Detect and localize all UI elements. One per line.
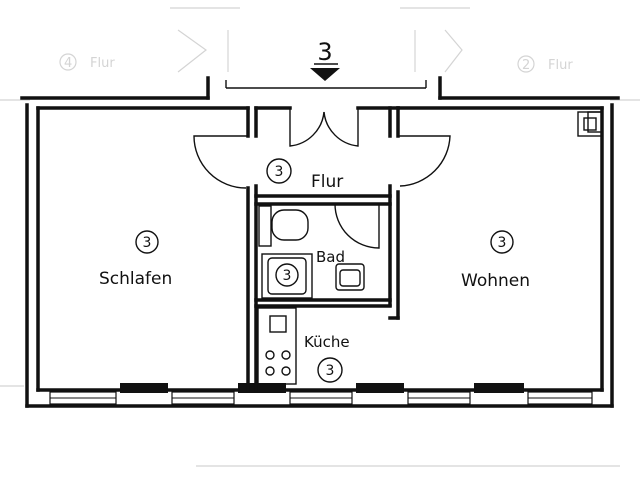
stove-burner-icon xyxy=(265,366,275,376)
room-number-circle xyxy=(317,357,343,383)
ghost-label-right: Flur xyxy=(548,58,573,73)
door-entrance-right xyxy=(323,108,359,147)
ghost-number-right: 2 xyxy=(522,58,530,73)
chimney xyxy=(583,117,597,131)
ghost-number-left: 4 xyxy=(64,56,72,71)
ghost-label-left: Flur xyxy=(90,56,115,71)
room-number-circle xyxy=(490,230,514,254)
room-number-circle xyxy=(266,158,292,184)
room-number: 3 xyxy=(143,235,152,251)
windows xyxy=(49,383,593,405)
interior-walls xyxy=(246,106,400,392)
entrance-arrow-icon xyxy=(310,68,340,81)
door-wohnen xyxy=(398,135,451,187)
kitchen-counter xyxy=(257,307,297,385)
toilet-tank xyxy=(258,205,272,247)
room-number-circle xyxy=(135,230,159,254)
door-entrance-left xyxy=(289,108,325,147)
room-wohnen: 3 Wohnen xyxy=(461,230,530,291)
room-kueche: Küche 3 xyxy=(304,333,350,383)
room-number: 3 xyxy=(275,164,284,180)
toilet-icon xyxy=(271,209,309,241)
stove-burner-icon xyxy=(281,366,291,376)
chimney xyxy=(577,111,603,137)
ghost-line xyxy=(444,29,463,73)
stove-burner-icon xyxy=(265,350,275,360)
door-schlafen xyxy=(193,135,248,189)
kitchen-sink-icon xyxy=(269,315,287,333)
sink-icon xyxy=(335,263,365,291)
ghost-circle xyxy=(517,55,535,73)
fixtures xyxy=(257,111,603,385)
ghost-background: 4 Flur 2 Flur xyxy=(0,7,640,467)
room-flur: 3 Flur xyxy=(266,158,343,192)
ghost-circle xyxy=(59,53,77,71)
room-schlafen: 3 Schlafen xyxy=(99,230,172,289)
entrance-marker: 3 xyxy=(310,38,340,81)
shower-tray xyxy=(261,253,313,299)
room-number-circle xyxy=(275,263,299,287)
chimney xyxy=(587,111,603,133)
shower-tray-inner xyxy=(267,257,307,295)
room-label: Flur xyxy=(311,172,343,192)
room-number: 3 xyxy=(498,235,507,251)
stove-burner-icon xyxy=(281,350,291,360)
sink-basin xyxy=(339,269,361,287)
room-label: Schlafen xyxy=(99,269,172,289)
room-label: Bad xyxy=(316,248,345,266)
corridor-walls xyxy=(20,76,620,100)
entrance-number: 3 xyxy=(317,38,332,66)
ghost-line xyxy=(177,29,208,73)
room-label: Küche xyxy=(304,333,350,351)
doors xyxy=(193,108,451,249)
room-label: Wohnen xyxy=(461,271,530,291)
room-bad: 3 Bad xyxy=(275,248,345,287)
door-bad xyxy=(334,203,380,249)
room-number: 3 xyxy=(283,268,292,284)
room-number: 3 xyxy=(326,363,335,379)
